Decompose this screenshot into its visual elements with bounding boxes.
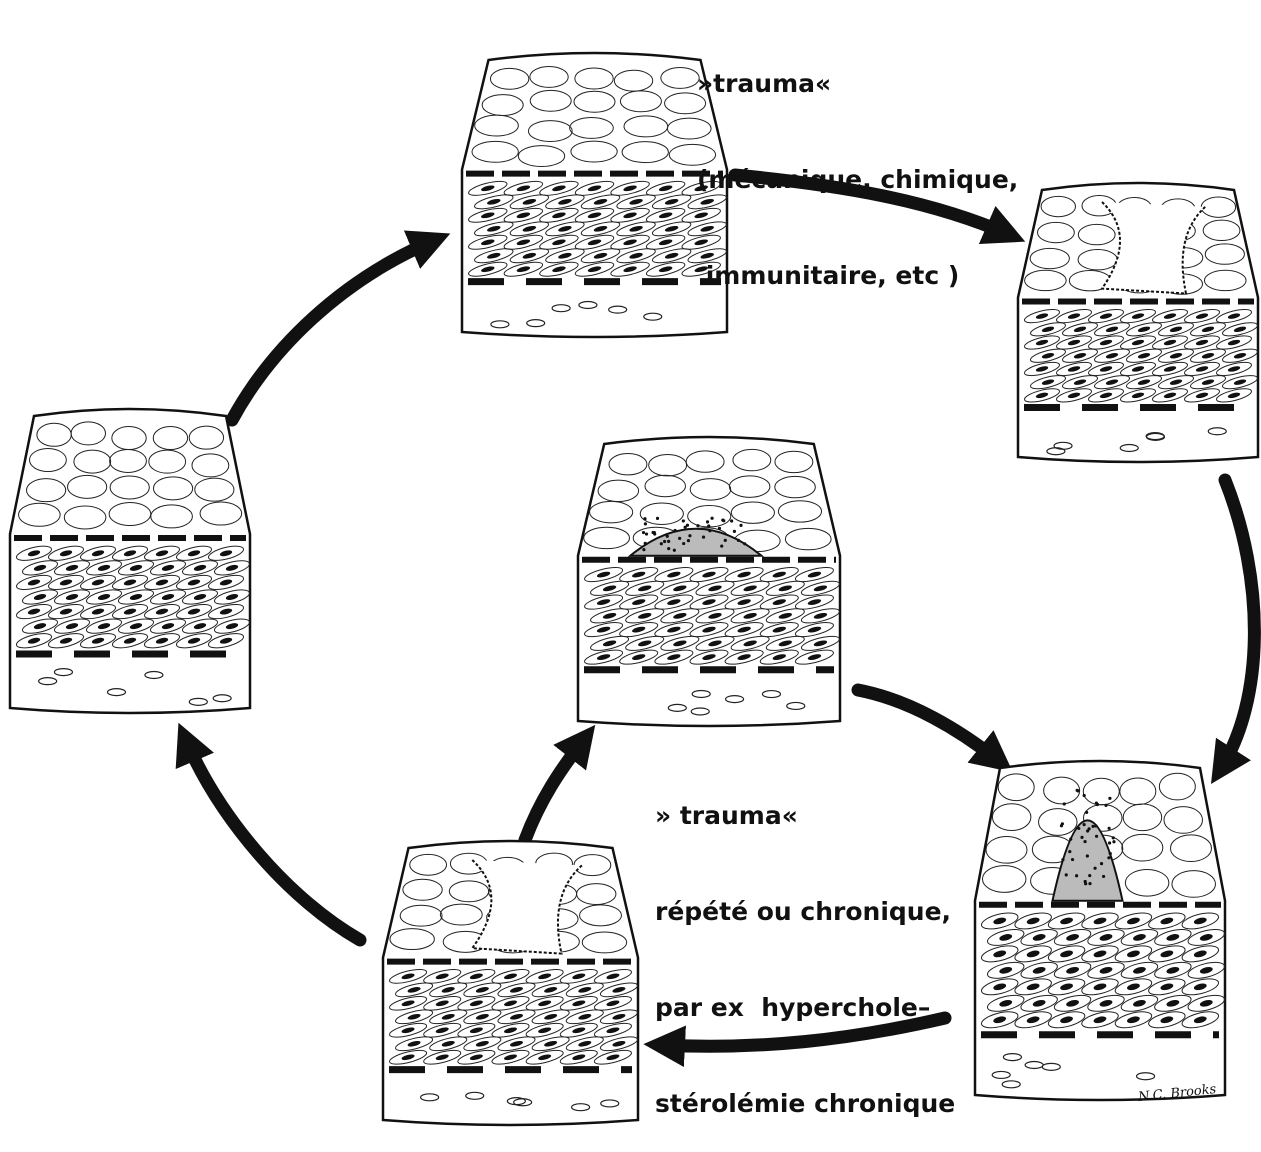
tissue-block-normal-top: [462, 53, 728, 337]
tissue-block-healed-left: [10, 409, 251, 713]
trauma-chronic-line-1: » trauma«: [655, 800, 955, 832]
trauma-acute-line-3: immunitaire, etc ): [697, 260, 1018, 292]
arrow-injured-to-thrombus: [1220, 480, 1254, 770]
tissue-block-thrombus: [975, 761, 1226, 1100]
trauma-chronic-label: » trauma« répété ou chronique, par ex hy…: [655, 736, 955, 1152]
trauma-acute-line-2: (mécanique, chimique,: [697, 164, 1018, 196]
tissue-block-injured: [1018, 183, 1259, 462]
tissue-block-repair: [383, 841, 639, 1125]
arrow-repair-to-healed: [185, 738, 360, 940]
arrow-healed-to-normal: [232, 240, 435, 420]
trauma-chronic-line-3: par ex hyperchole–: [655, 992, 955, 1024]
trauma-acute-line-1: »trauma«: [697, 68, 1018, 100]
tissue-block-plaque-center: [578, 437, 841, 726]
trauma-chronic-line-4: stérolémie chronique: [655, 1088, 955, 1120]
arrow-repair-to-plaque: [525, 738, 585, 840]
trauma-acute-label: »trauma« (mécanique, chimique, immunitai…: [697, 4, 1018, 324]
trauma-chronic-line-2: répété ou chronique,: [655, 896, 955, 928]
